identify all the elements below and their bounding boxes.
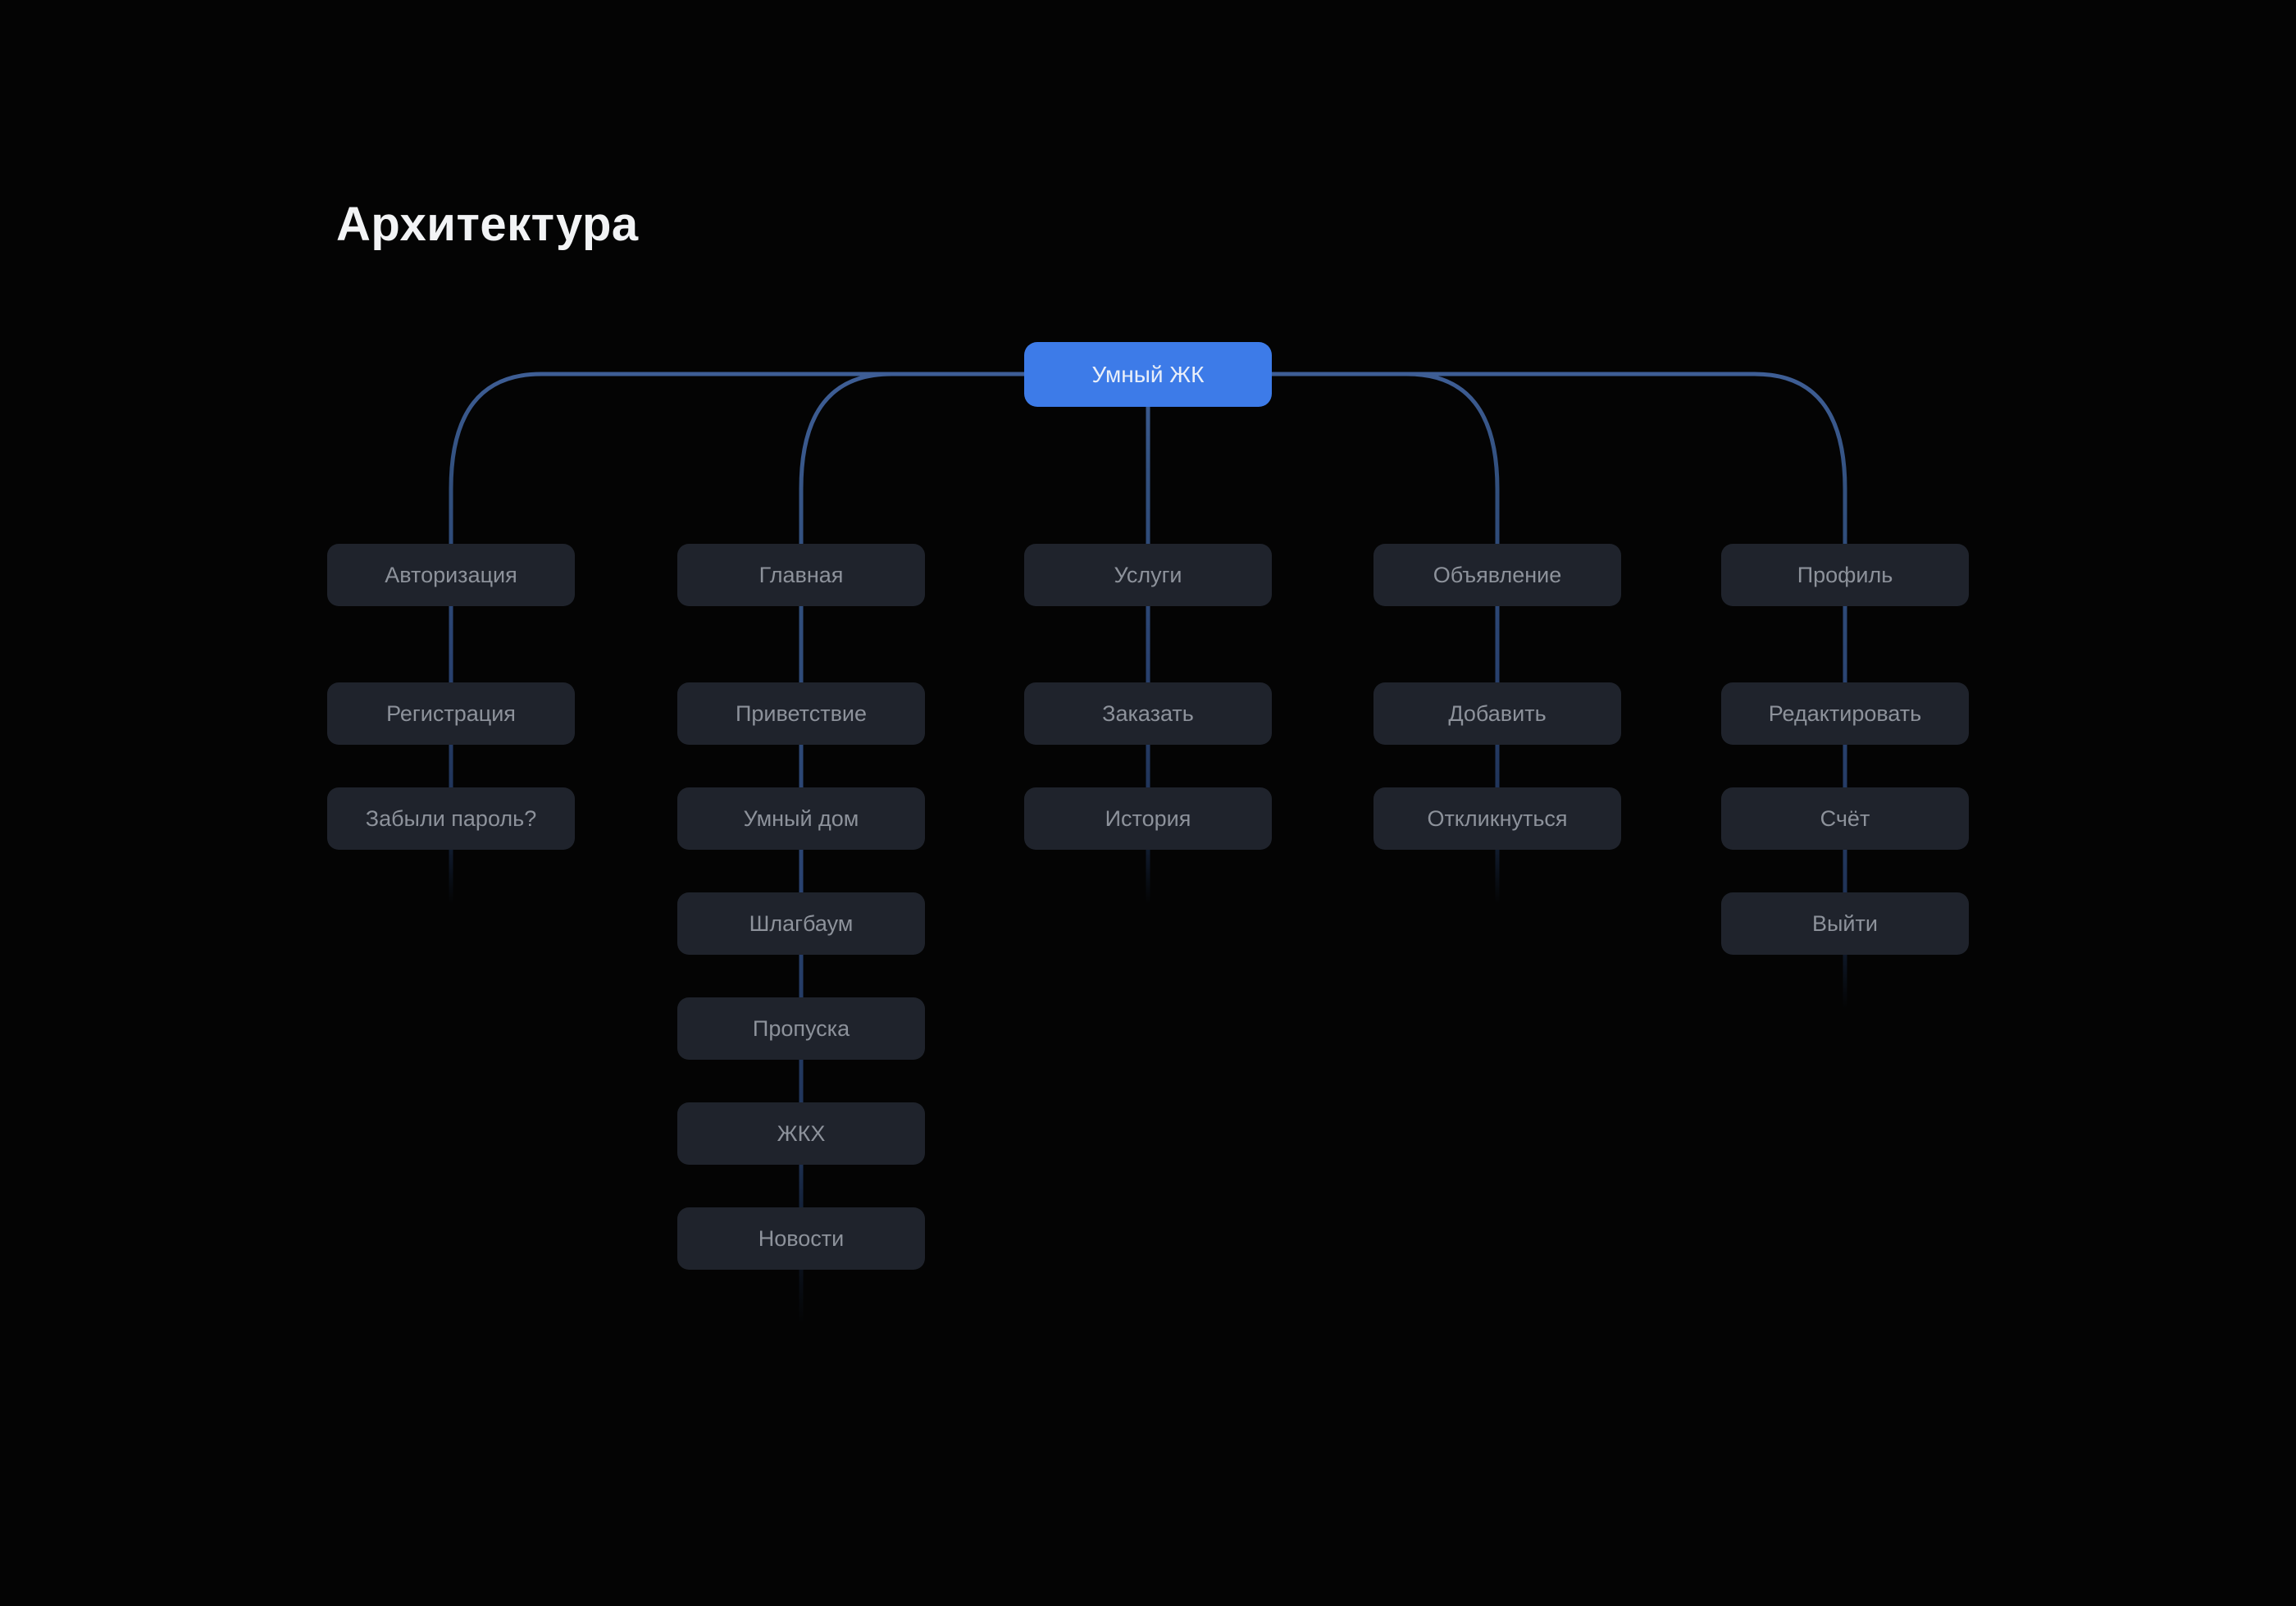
node-col2-row2[interactable]: Умный дом bbox=[677, 787, 925, 850]
node-label: История bbox=[1105, 805, 1191, 831]
connector-path bbox=[449, 372, 1148, 904]
node-col2-row4[interactable]: Пропуска bbox=[677, 997, 925, 1060]
node-label: Редактировать bbox=[1768, 700, 1922, 726]
node-col5-row3[interactable]: Выйти bbox=[1721, 892, 1969, 955]
node-label: Умный ЖК bbox=[1091, 361, 1205, 387]
node-label: Откликнуться bbox=[1427, 805, 1568, 831]
node-label: Главная bbox=[758, 562, 844, 587]
node-col2-row0[interactable]: Главная bbox=[677, 544, 925, 606]
node-col2-row6[interactable]: Новости bbox=[677, 1207, 925, 1270]
node-root[interactable]: Умный ЖК bbox=[1024, 342, 1272, 407]
node-col2-row3[interactable]: Шлагбаум bbox=[677, 892, 925, 955]
node-label: Шлагбаум bbox=[749, 910, 854, 936]
connector-path bbox=[799, 372, 1148, 1324]
node-label: Добавить bbox=[1448, 700, 1547, 726]
node-col2-row5[interactable]: ЖКХ bbox=[677, 1102, 925, 1165]
node-col3-row1[interactable]: Заказать bbox=[1024, 682, 1272, 745]
node-label: ЖКХ bbox=[777, 1120, 826, 1146]
node-col3-row0[interactable]: Услуги bbox=[1024, 544, 1272, 606]
node-col5-row2[interactable]: Счёт bbox=[1721, 787, 1969, 850]
node-label: Умный дом bbox=[743, 805, 859, 831]
node-col3-row2[interactable]: История bbox=[1024, 787, 1272, 850]
page-title: Архитектура bbox=[336, 198, 639, 251]
node-col4-row2[interactable]: Откликнуться bbox=[1374, 787, 1621, 850]
node-label: Заказать bbox=[1102, 700, 1194, 726]
node-col1-row2[interactable]: Забыли пароль? bbox=[327, 787, 575, 850]
node-label: Выйти bbox=[1812, 910, 1878, 936]
connector-path bbox=[1148, 372, 1847, 1009]
node-label: Услуги bbox=[1114, 562, 1182, 587]
node-label: Приветствие bbox=[735, 700, 868, 726]
node-label: Объявление bbox=[1433, 562, 1562, 587]
node-col4-row1[interactable]: Добавить bbox=[1374, 682, 1621, 745]
node-col1-row0[interactable]: Авторизация bbox=[327, 544, 575, 606]
node-label: Новости bbox=[758, 1225, 845, 1251]
node-col5-row0[interactable]: Профиль bbox=[1721, 544, 1969, 606]
node-col4-row0[interactable]: Объявление bbox=[1374, 544, 1621, 606]
node-col5-row1[interactable]: Редактировать bbox=[1721, 682, 1969, 745]
node-col1-row1[interactable]: Регистрация bbox=[327, 682, 575, 745]
node-label: Забыли пароль? bbox=[365, 805, 537, 831]
node-label: Профиль bbox=[1797, 562, 1893, 587]
node-label: Пропуска bbox=[752, 1015, 850, 1041]
node-col2-row1[interactable]: Приветствие bbox=[677, 682, 925, 745]
node-label: Счёт bbox=[1820, 805, 1870, 831]
node-label: Регистрация bbox=[386, 700, 516, 726]
node-label: Авторизация bbox=[385, 562, 517, 587]
